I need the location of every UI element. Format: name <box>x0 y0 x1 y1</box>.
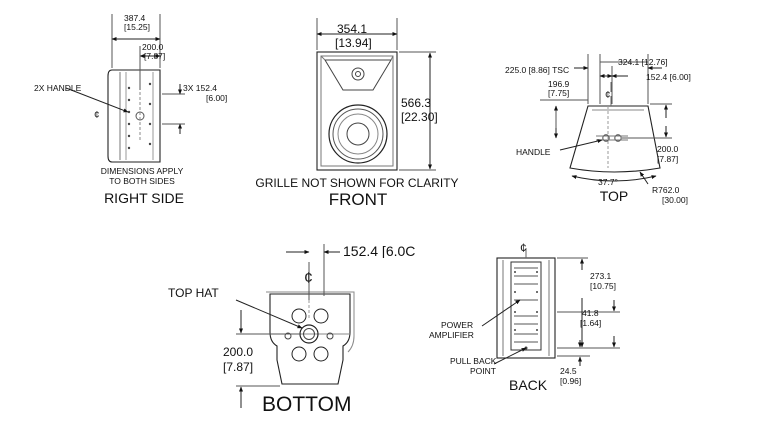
back-dim-41-in: [1.64] <box>580 318 602 328</box>
front-width-mm: 354.1 <box>337 22 368 36</box>
right-side-note-line2: TO BOTH SIDES <box>109 176 175 186</box>
svg-text:¢: ¢ <box>304 270 313 287</box>
right-side-view <box>65 14 185 163</box>
bottom-dim-200-mm: 200.0 <box>223 345 254 359</box>
right-side-depth-mm: 387.4 <box>124 13 146 23</box>
top-dim-200-in: [7.87] <box>657 154 679 164</box>
back-pull-label-line2: POINT <box>470 366 496 376</box>
top-title: TOP <box>599 188 629 204</box>
top-handle-label: HANDLE <box>516 147 551 157</box>
top-angle: 37.7° <box>598 177 618 187</box>
right-side-spacing-mm: 3X 152.4 <box>183 83 218 93</box>
back-dim-273-in: [10.75] <box>590 281 616 291</box>
back-dim-24-mm: 24.5 <box>560 366 577 376</box>
bottom-top-hat-label: TOP HAT <box>168 286 219 300</box>
front-view <box>316 18 436 171</box>
front-height-in: [22.30] <box>401 110 438 124</box>
right-side-handle-offset-mm: 200.0 <box>142 42 164 52</box>
right-side-title: RIGHT SIDE <box>104 190 184 206</box>
centerline-symbols: ¢ ¢ ¢ ¢ <box>94 90 611 287</box>
svg-text:¢: ¢ <box>520 241 527 255</box>
back-power-label-line1: POWER <box>441 320 474 330</box>
bottom-view <box>235 244 355 408</box>
top-view <box>540 54 672 185</box>
top-radius-in: [30.00] <box>662 195 688 205</box>
top-radius-mm: R762.0 <box>652 185 680 195</box>
top-dim-196-mm: 196.9 <box>548 79 570 89</box>
back-dim-41-mm: 41.8 <box>582 308 599 318</box>
back-dim-273-mm: 273.1 <box>590 271 612 281</box>
back-view <box>481 248 620 366</box>
front-title: FRONT <box>328 190 388 209</box>
front-height-mm: 566.3 <box>401 96 432 110</box>
bottom-dim-152: 152.4 [6.0C <box>343 244 416 258</box>
top-dim-tsc: 225.0 [8.86] TSC <box>505 65 570 75</box>
bottom-title: BOTTOM <box>262 393 352 416</box>
right-side-note-line1: DIMENSIONS APPLY <box>100 166 184 176</box>
top-dim-152: 152.4 [6.00] <box>646 72 691 82</box>
top-dim-200-mm: 200.0 <box>657 144 679 154</box>
front-width-in: [13.94] <box>335 36 372 50</box>
top-dim-196-in: [7.75] <box>548 88 570 98</box>
front-grille-note: GRILLE NOT SHOWN FOR CLARITY <box>255 176 459 190</box>
back-dim-24-in: [0.96] <box>560 376 582 386</box>
svg-text:¢: ¢ <box>94 110 100 121</box>
svg-text:¢: ¢ <box>605 90 611 101</box>
right-side-spacing-in: [6.00] <box>206 93 228 103</box>
bottom-dim-200-in: [7.87] <box>223 360 254 374</box>
back-power-label-line2: AMPLIFIER <box>429 330 474 340</box>
back-title: BACK <box>509 377 548 393</box>
top-dim-depth: 324.1 [12.76] <box>618 57 668 67</box>
right-side-depth-in: [15.25] <box>124 22 150 32</box>
right-side-handle-offset-in: [7.87] <box>144 51 166 61</box>
back-pull-label-line1: PULL BACK <box>450 356 497 366</box>
right-side-handle-label: 2X HANDLE <box>34 83 82 93</box>
